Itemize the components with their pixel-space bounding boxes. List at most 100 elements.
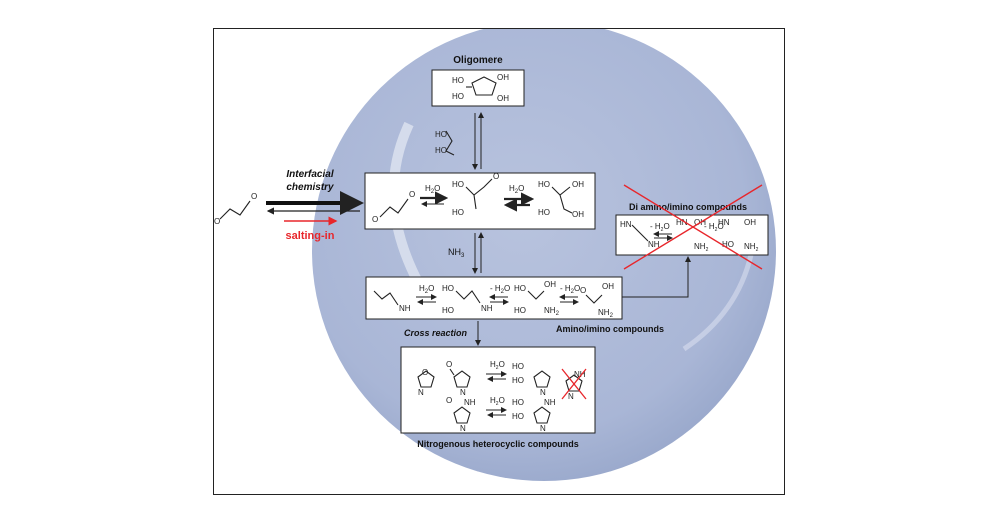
svg-text:HO: HO [452,208,464,217]
svg-text:N: N [540,388,546,397]
svg-text:HO: HO [442,306,454,315]
glyoxal-molecule [379,198,409,218]
svg-text:H2O: H2O [490,360,505,371]
svg-text:NH2: NH2 [544,306,560,317]
svg-text:HO: HO [512,362,524,371]
reaction-diagram: Oligomere HO HO OH OH HO HO O O H2O HO H… [214,29,776,481]
oxazole-diol: HO HO N [512,362,551,397]
svg-text:HO: HO [512,398,524,407]
nh3-label: NH3 [448,247,465,259]
svg-text:HO: HO [452,76,464,85]
svg-text:- H2O: - H2O [704,222,724,233]
svg-text:NH: NH [399,304,411,313]
oligomer-molecule: HO HO OH OH [452,73,509,103]
svg-text:HO: HO [435,146,447,155]
svg-text:NH2: NH2 [598,308,614,319]
crossed-imidazole: NH N [561,368,587,401]
svg-text:O: O [422,368,428,377]
glyoxal-hydration-box [364,172,596,230]
interfacial-label: Interfacial [286,169,333,180]
svg-text:HO: HO [538,208,550,217]
svg-text:HO: HO [538,180,550,189]
svg-text:HN: HN [620,220,632,229]
svg-text:N: N [460,388,466,397]
svg-text:O: O [372,215,378,224]
heterocycle-hydration-2: H2O [486,396,507,418]
amino-diol: HO HO OH NH2 [514,280,560,317]
svg-text:O: O [409,190,415,199]
imine-molecule: NH [373,290,411,313]
svg-text:OH: OH [544,280,556,289]
glyoxal-monohydrate: HO HO O [452,172,499,217]
nitrogenous-label: Nitrogenous heterocyclic compounds [417,439,579,449]
svg-text:NH: NH [574,370,586,379]
salting-in-label: salting-in [286,230,335,242]
svg-text:NH: NH [544,398,556,407]
imidazole-diol: HO HO NH N [512,398,556,433]
svg-text:OH: OH [497,94,509,103]
amino-imino-label: Amino/imino compounds [556,324,664,334]
svg-text:N: N [540,424,546,433]
svg-text:O: O [214,217,220,226]
amino-aldehyde: O OH NH2 [580,282,614,319]
svg-text:H2O: H2O [425,184,440,195]
svg-text:N: N [568,392,574,401]
amino-step-1: H2O [416,284,437,305]
oxazole-molecule: O N [417,368,435,397]
heterocyclic-box [400,346,596,434]
svg-text:O: O [580,286,586,295]
svg-text:H2O: H2O [509,184,524,195]
chemistry-label: chemistry [286,182,334,193]
svg-text:O: O [251,192,257,201]
glyoxal-dihydrate: HO HO OH OH [538,180,584,219]
svg-text:NH: NH [464,398,476,407]
glyoxal-dimer-intermediate: HO HO [435,130,455,156]
svg-text:HO: HO [722,240,734,249]
hydration-step-1: H2O [420,184,449,207]
amino-step-3: - H2O [559,284,580,305]
svg-text:HO: HO [452,180,464,189]
svg-text:HN: HN [718,218,730,227]
svg-text:O: O [446,360,452,369]
svg-text:OH: OH [602,282,614,291]
svg-text:NH2: NH2 [744,242,759,253]
figure-frame: Oligomere HO HO OH OH HO HO O O H2O HO H… [213,28,785,495]
svg-text:OH: OH [572,210,584,219]
svg-text:HO: HO [512,376,524,385]
svg-text:HO: HO [442,284,454,293]
cross-reaction-label: Cross reaction [404,328,468,338]
oxazole-carbaldehyde: O N [446,360,471,397]
imidazole-carbaldehyde: O NH N [446,396,476,433]
gas-phase-glyoxal: O O [214,192,257,226]
heterocycle-hydration-1: H2O [486,360,507,382]
svg-text:OH: OH [744,218,756,227]
svg-text:HO: HO [452,92,464,101]
svg-text:NH: NH [648,240,660,249]
cross-out-line-2 [623,184,763,270]
oligomere-label: Oligomere [453,55,503,66]
svg-text:NH2: NH2 [694,242,709,253]
svg-text:O: O [493,172,499,181]
oligomere-box [431,69,525,107]
svg-text:HN: HN [676,218,688,227]
svg-text:- H2O: - H2O [560,284,580,295]
svg-text:HO: HO [435,130,447,139]
svg-text:H2O: H2O [490,396,505,407]
svg-text:- H2O: - H2O [650,222,670,233]
hydration-step-2: H2O [503,184,535,212]
svg-text:NH: NH [481,304,493,313]
svg-text:HO: HO [512,412,524,421]
svg-text:HO: HO [514,306,526,315]
svg-text:N: N [418,388,424,397]
hydroxy-imine: HO HO NH [442,284,493,315]
svg-text:OH: OH [497,73,509,82]
amino-step-2: - H2O [489,284,510,305]
svg-text:OH: OH [572,180,584,189]
arrow-to-di-amino [622,256,691,298]
svg-text:O: O [446,396,452,405]
svg-text:- H2O: - H2O [490,284,510,295]
svg-text:N: N [460,424,466,433]
svg-text:HO: HO [514,284,526,293]
di-amino-label: Di amino/imino compounds [629,202,747,212]
svg-text:H2O: H2O [419,284,434,295]
